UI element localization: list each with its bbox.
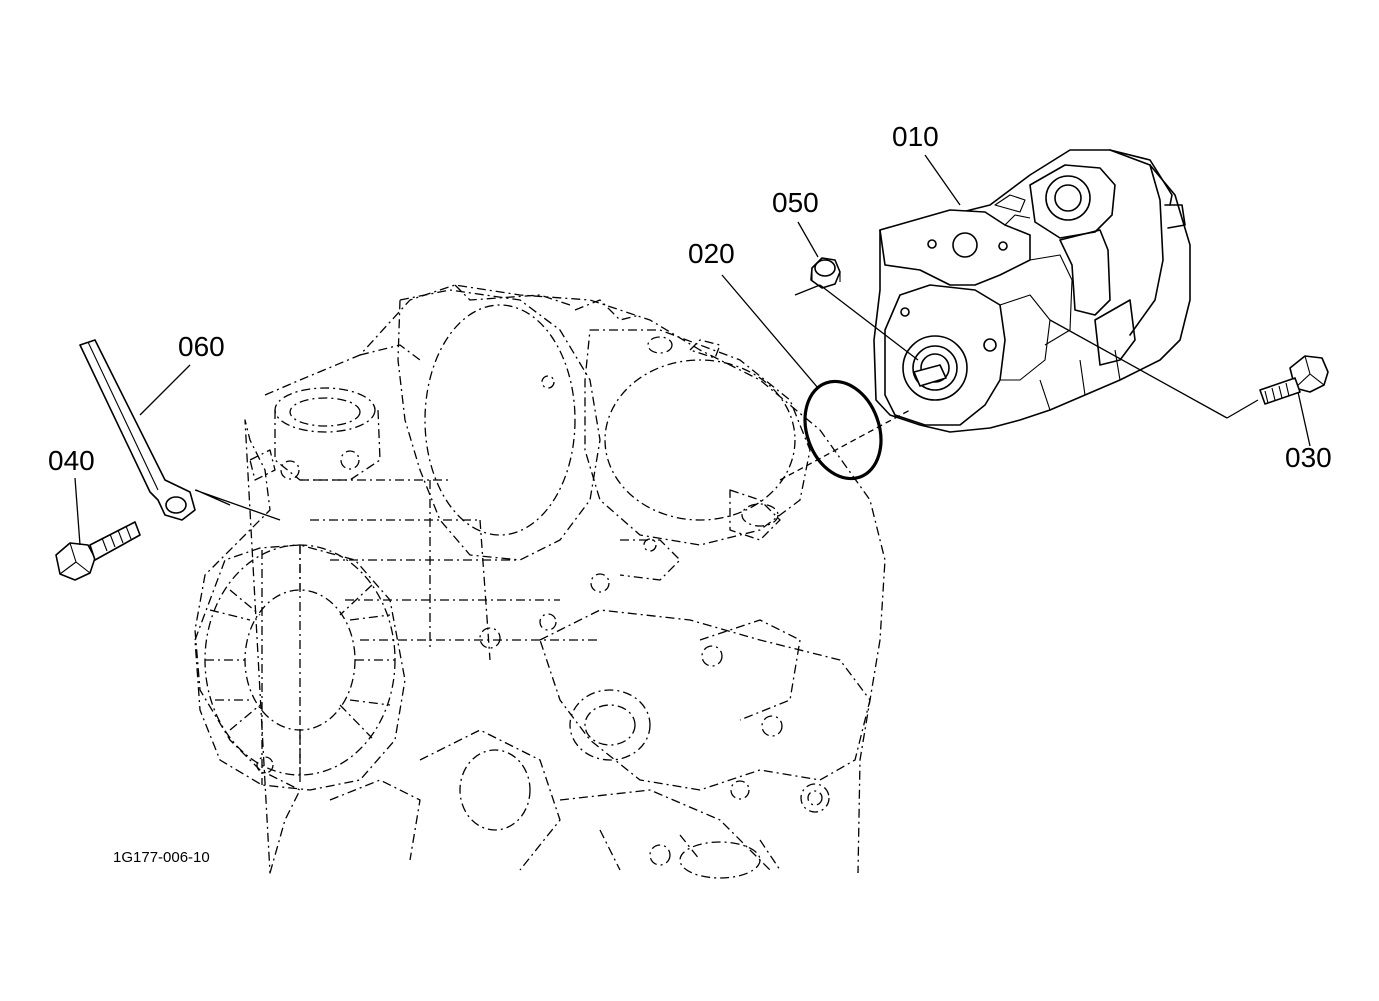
- callout-040: 040: [48, 445, 95, 476]
- bracket-060: [79, 339, 196, 521]
- o-ring-020: [803, 379, 883, 481]
- nut-050: [810, 257, 841, 289]
- bolt-030: [1259, 355, 1329, 405]
- leader-lines: [74, 154, 1311, 546]
- callout-030: 030: [1285, 442, 1332, 473]
- hydraulic-pump-010: [873, 149, 1191, 433]
- bolt-040: [55, 521, 141, 581]
- callout-060: 060: [178, 331, 225, 362]
- callout-020: 020: [688, 238, 735, 269]
- callout-010: 010: [892, 121, 939, 152]
- callout-050: 050: [772, 187, 819, 218]
- engine-gear-case: [194, 284, 886, 879]
- figure-reference: 1G177-006-10: [113, 849, 210, 866]
